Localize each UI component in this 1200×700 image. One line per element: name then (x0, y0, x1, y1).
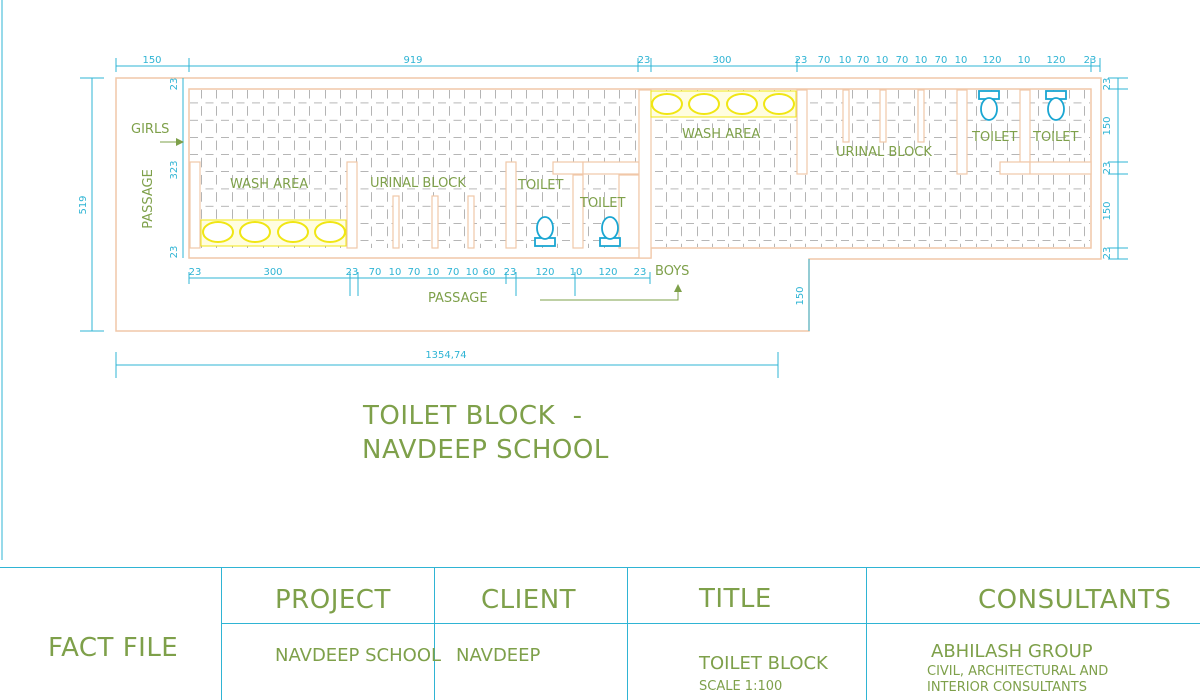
dim-top-9: 10 (915, 55, 928, 66)
dim-top-15: 23 (1084, 55, 1097, 66)
dim-right-3: 23 (1102, 162, 1113, 175)
boys-wash-basins (650, 90, 797, 118)
dim-right-2: 150 (1102, 116, 1113, 135)
floor-plan-drawing: 150 919 23 300 23 70 10 70 10 70 10 70 1… (1, 0, 1128, 560)
boys-partitions (796, 89, 1092, 175)
label-boys-toilet-2: TOILET (1032, 130, 1078, 145)
dim-top-1: 23 (638, 55, 651, 66)
dim-bottom-14: 120 (598, 267, 617, 278)
dim-bottom-1: 23 (189, 267, 202, 278)
label-girls-toilet-1: TOILET (517, 178, 563, 193)
dim-passage-depth: 150 (795, 286, 806, 305)
title-block-divider-2 (434, 567, 435, 700)
dim-top-left: 150 (142, 55, 161, 66)
label-boys: BOYS (655, 264, 689, 279)
consultants-desc-2: INTERIOR CONSULTANTS (927, 680, 1087, 695)
dim-left-3: 23 (169, 246, 180, 259)
dim-left-2: 323 (169, 160, 180, 179)
dim-bottom-12: 120 (535, 267, 554, 278)
dim-top-2: 300 (712, 55, 731, 66)
room-labels: GIRLS PASSAGE WASH AREA URINAL BLOCK TOI… (131, 122, 1078, 306)
bottom-dimension-texts: 23 300 23 70 10 70 10 70 10 60 23 120 10… (189, 267, 647, 278)
dim-top-14: 120 (1046, 55, 1065, 66)
label-boys-toilet-1: TOILET (971, 130, 1017, 145)
boys-wc-2 (1045, 90, 1067, 121)
title-block-mid-border (222, 623, 1200, 624)
dim-top-13: 10 (1018, 55, 1031, 66)
drawing-title-line-1: TOILET BLOCK - (362, 401, 583, 431)
dim-bottom-8: 70 (447, 267, 460, 278)
label-boys-urinal-block: URINAL BLOCK (836, 145, 932, 160)
label-girls-wash-area: WASH AREA (230, 177, 308, 192)
wc-fixtures (534, 90, 1067, 247)
dim-bottom-6: 70 (408, 267, 421, 278)
label-passage-bottom: PASSAGE (428, 291, 488, 306)
dim-top-12: 120 (982, 55, 1001, 66)
dim-bottom-11: 23 (504, 267, 517, 278)
consultants-name: ABHILASH GROUP (931, 641, 1093, 662)
fact-file-label: FACT FILE (48, 633, 179, 663)
dim-bottom-10: 60 (483, 267, 496, 278)
dim-top-4: 70 (818, 55, 831, 66)
dim-top-6: 70 (857, 55, 870, 66)
dim-bottom-9: 10 (466, 267, 479, 278)
drawing-title-line-2: NAVDEEP SCHOOL (362, 435, 609, 465)
girls-wc-1 (534, 216, 556, 247)
boys-wc-1 (978, 90, 1000, 121)
title-block-top-border (0, 567, 1200, 568)
consultants-desc-1: CIVIL, ARCHITECTURAL AND (927, 664, 1109, 679)
label-boys-wash-area: WASH AREA (682, 127, 760, 142)
scale-text: SCALE 1:100 (699, 679, 783, 694)
label-girls: GIRLS (131, 122, 169, 137)
dim-top-main: 919 (403, 55, 422, 66)
title-value: TOILET BLOCK (699, 653, 828, 674)
direction-arrows (160, 138, 682, 301)
girls-wash-basins (200, 219, 347, 247)
dim-right-5: 23 (1102, 247, 1113, 260)
dim-left-1: 23 (169, 78, 180, 91)
dimension-lines (80, 58, 1128, 378)
dim-top-11: 10 (955, 55, 968, 66)
title-heading: TITLE (699, 584, 772, 614)
dim-left-total: 519 (78, 195, 89, 214)
project-value: NAVDEEP SCHOOL (275, 645, 442, 666)
title-block-divider-4 (866, 567, 867, 700)
vertical-dimension-texts: 519 23 323 23 23 150 23 150 23 150 1354,… (78, 78, 1113, 361)
dim-overall-width: 1354,74 (425, 350, 466, 361)
girls-partitions (189, 89, 652, 259)
dim-top-7: 10 (876, 55, 889, 66)
project-heading: PROJECT (275, 585, 391, 615)
dim-bottom-13: 10 (570, 267, 583, 278)
title-block-divider-1 (221, 567, 222, 700)
dim-right-4: 150 (1102, 201, 1113, 220)
dim-top-10: 70 (935, 55, 948, 66)
consultants-heading: CONSULTANTS (978, 585, 1172, 615)
client-heading: CLIENT (481, 585, 577, 615)
dim-bottom-4: 70 (369, 267, 382, 278)
label-passage-vertical: PASSAGE (141, 169, 156, 229)
dim-bottom-15: 23 (634, 267, 647, 278)
dim-top-3: 23 (795, 55, 808, 66)
dim-bottom-5: 10 (389, 267, 402, 278)
dim-bottom-3: 23 (346, 267, 359, 278)
label-girls-urinal-block: URINAL BLOCK (370, 176, 466, 191)
dim-bottom-7: 10 (427, 267, 440, 278)
client-value: NAVDEEP (456, 645, 541, 666)
top-dimension-texts: 150 919 23 300 23 70 10 70 10 70 10 70 1… (142, 55, 1096, 66)
dim-top-5: 10 (839, 55, 852, 66)
dim-right-1: 23 (1102, 78, 1113, 91)
dim-bottom-2: 300 (263, 267, 282, 278)
girls-wc-2 (599, 216, 621, 247)
label-girls-toilet-2: TOILET (579, 196, 625, 211)
dim-top-8: 70 (896, 55, 909, 66)
title-block-divider-3 (627, 567, 628, 700)
